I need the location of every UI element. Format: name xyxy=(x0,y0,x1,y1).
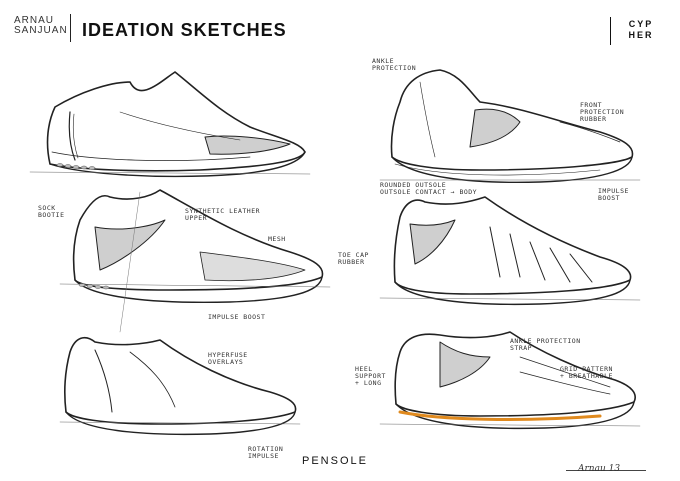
logo-divider xyxy=(610,17,611,45)
logo-line-2: HER xyxy=(628,30,654,40)
logo-text: CYP HER xyxy=(626,19,656,43)
annotation-front-protection: FRONT PROTECTION RUBBER xyxy=(580,101,625,123)
annotation-synthetic-leather: SYNTHETIC LEATHER UPPER xyxy=(185,207,261,222)
annotation-impulse-boost: IMPULSE BOOST xyxy=(598,187,629,202)
shoe-sketch-4 xyxy=(379,196,641,306)
annotation-rotation-impulse: ROTATION IMPULSE xyxy=(248,445,284,460)
annotation-ankle-protection-strap: ANKLE PROTECTION STRAP xyxy=(510,337,581,352)
annotation-rounded-outsole: ROUNDED OUTSOLE OUTSOLE CONTACT → BODY xyxy=(380,181,478,196)
signature-line xyxy=(566,470,646,471)
annotation-sock-bootie: SOCK BOOTIE xyxy=(38,204,65,219)
shoe-sketch-5 xyxy=(59,336,301,436)
logo-line-1: CYP xyxy=(628,19,654,29)
author-first-name: ARNAU xyxy=(14,15,55,26)
artist-signature: Arnau 13 xyxy=(578,464,621,474)
author-name: ARNAU SANJUAN xyxy=(14,16,72,36)
annotation-mesh: MESH xyxy=(268,235,286,243)
annotation-impulse-boost-2: IMPULSE BOOST xyxy=(208,313,266,321)
page-title: IDEATION SKETCHES xyxy=(82,20,287,40)
shoe-sketch-3 xyxy=(59,189,331,333)
header-divider xyxy=(70,14,71,42)
page-header: ARNAU SANJUAN IDEATION SKETCHES CYP HER xyxy=(0,0,680,52)
annotation-grid-pattern: GRID PATTERN + BREATHABLE xyxy=(560,365,613,380)
shoe-sketch-2 xyxy=(379,69,641,183)
annotation-toe-cap: TOE CAP RUBBER xyxy=(338,251,369,266)
annotation-heel-support: HEEL SUPPORT + LONG xyxy=(355,365,386,387)
shoe-sketch-6 xyxy=(379,331,641,430)
annotation-hyperfuse: HYPERFUSE OVERLAYS xyxy=(208,351,248,366)
sketch-drawings xyxy=(29,69,641,436)
annotation-ankle-protection: ANKLE PROTECTION xyxy=(372,57,417,72)
pensole-logo: PENSOLE xyxy=(302,455,368,467)
cypher-logo: CYP HER xyxy=(610,17,660,45)
sketch-canvas xyxy=(0,52,680,481)
author-last-name: SANJUAN xyxy=(14,25,68,36)
shoe-sketch-1 xyxy=(29,71,311,178)
